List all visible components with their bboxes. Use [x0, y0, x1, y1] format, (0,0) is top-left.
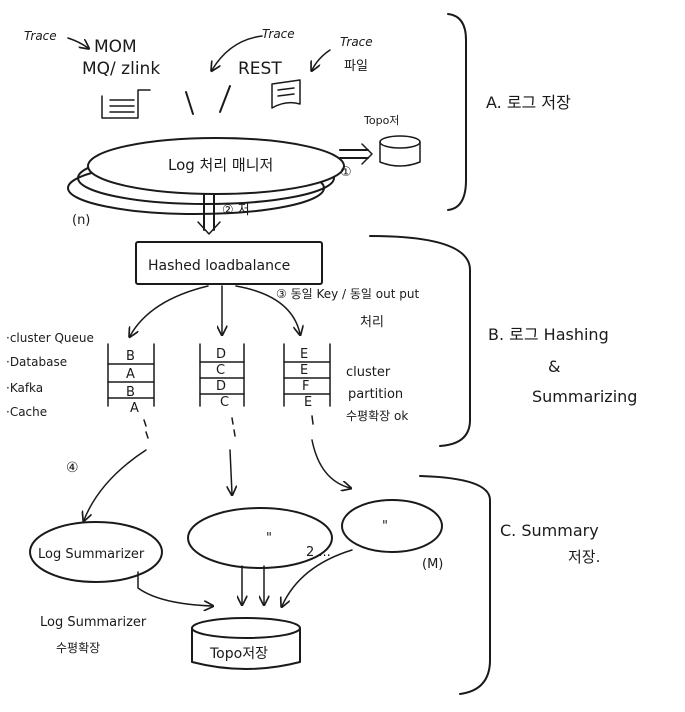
hashed-loadbalancer-label: Hashed loadbalance: [148, 258, 290, 274]
summarizer-node-2-mark: ": [266, 531, 272, 546]
queue-3-item-1: E: [300, 347, 308, 362]
step-3-label: ③ 동일 Key / 동일 out put: [276, 287, 419, 301]
queue-3-item-2: E: [300, 363, 308, 378]
trace-left-arrow: [67, 37, 88, 48]
queue-3-item-4: E: [304, 395, 312, 410]
arrow-to-summarizer-2: [230, 449, 232, 494]
summarizer-ellipsis: 2 ...: [306, 545, 331, 560]
section-b-label-line2: &: [548, 357, 560, 376]
topo-store-label: Topo저: [363, 114, 399, 127]
section-c-label-line2: 저장.: [568, 548, 600, 566]
section-b-label-line1: B. 로그 Hashing: [488, 325, 609, 344]
trace-right-arrow: [312, 49, 331, 70]
trace-label-right: Trace: [340, 35, 373, 49]
cluster-partition-line2: partition: [348, 387, 403, 402]
trace-middle-arrow: [212, 35, 263, 70]
topo-final-store-label: Topo저장: [209, 646, 268, 662]
arrow-to-summarizer-1: [84, 449, 147, 520]
queue-1-item-2: A: [126, 367, 135, 382]
section-b-label-line3: Summarizing: [532, 387, 637, 406]
section-a-bracket: [447, 13, 467, 211]
trace-label-middle: Trace: [262, 27, 295, 41]
cluster-partition-line3: 수평확장 ok: [346, 409, 408, 423]
mom-label: MOM: [94, 37, 137, 57]
summarizer-caption-line2: 수평확장: [56, 641, 100, 655]
trace-label-left: Trace: [24, 29, 57, 43]
cluster-partition-line1: cluster: [346, 365, 391, 380]
topo-final-store: [191, 617, 301, 670]
document-icon: [101, 89, 151, 119]
queue-3-item-3: F: [302, 379, 309, 394]
queue-1-item-4: A: [130, 401, 139, 416]
mq-zlink-label: MQ/ zlink: [82, 59, 160, 79]
cluster-option-1: ·cluster Queue: [6, 331, 94, 345]
queue-2-item-1: D: [216, 347, 226, 362]
log-summarizer-label: Log Summarizer: [38, 547, 145, 562]
log-manager-stack: [67, 137, 345, 215]
section-b-bracket: [369, 235, 471, 447]
step-1-marker: ①: [340, 165, 352, 180]
queue-1-item-1: B: [126, 349, 135, 364]
queue-2: D C D C: [199, 343, 245, 437]
cluster-option-2: ·Database: [6, 355, 67, 369]
arrow-to-queue-3: [235, 285, 300, 334]
log-manager-n-label: (n): [72, 213, 90, 228]
topo-store-cylinder: [379, 135, 421, 167]
section-c-label-line1: C. Summary: [500, 521, 599, 540]
step-2-marker: ② 저: [222, 203, 250, 218]
section-c-bracket: [419, 475, 491, 695]
arrow-to-summarizer-3: [311, 439, 350, 488]
summarizer-caption-line1: Log Summarizer: [40, 615, 147, 630]
queue-2-item-2: C: [216, 363, 225, 378]
queue-2-item-3: D: [216, 379, 226, 394]
file-icon: [271, 79, 301, 109]
summarizer-node-3-mark: ": [382, 519, 388, 534]
section-a-label: A. 로그 저장: [486, 93, 571, 112]
slash-mark-2: [219, 85, 231, 113]
step-4-marker: ④: [66, 460, 79, 476]
summarizer-node-3: [341, 499, 443, 553]
queue-2-item-4: C: [220, 395, 229, 410]
log-manager-label: Log 처리 매니저: [168, 156, 273, 174]
queue-3: E E F E: [283, 343, 331, 425]
arrow-summarizer-1-to-store: [137, 571, 212, 606]
trace-file-label: 파일: [344, 59, 368, 74]
step-3-label-line2: 처리: [360, 315, 384, 330]
queue-1: B A B A: [107, 343, 155, 439]
arrow-summarizer-3-to-store: [282, 549, 353, 606]
queue-1-item-3: B: [126, 385, 135, 400]
arrow-down-to-balancer: [203, 193, 215, 231]
hashed-loadbalancer-box: [135, 241, 323, 285]
slash-mark-1: [185, 91, 194, 115]
log-summarizer-node: [29, 521, 163, 583]
arrow-to-queue-1: [130, 285, 209, 336]
summarizer-m-label: (M): [422, 557, 443, 572]
rest-label: REST: [238, 59, 282, 79]
summarizer-node-2: [187, 507, 333, 569]
arrow-to-topo-store: [339, 149, 369, 159]
cluster-option-3: ·Kafka: [6, 381, 43, 395]
cluster-option-4: ·Cache: [6, 405, 47, 419]
